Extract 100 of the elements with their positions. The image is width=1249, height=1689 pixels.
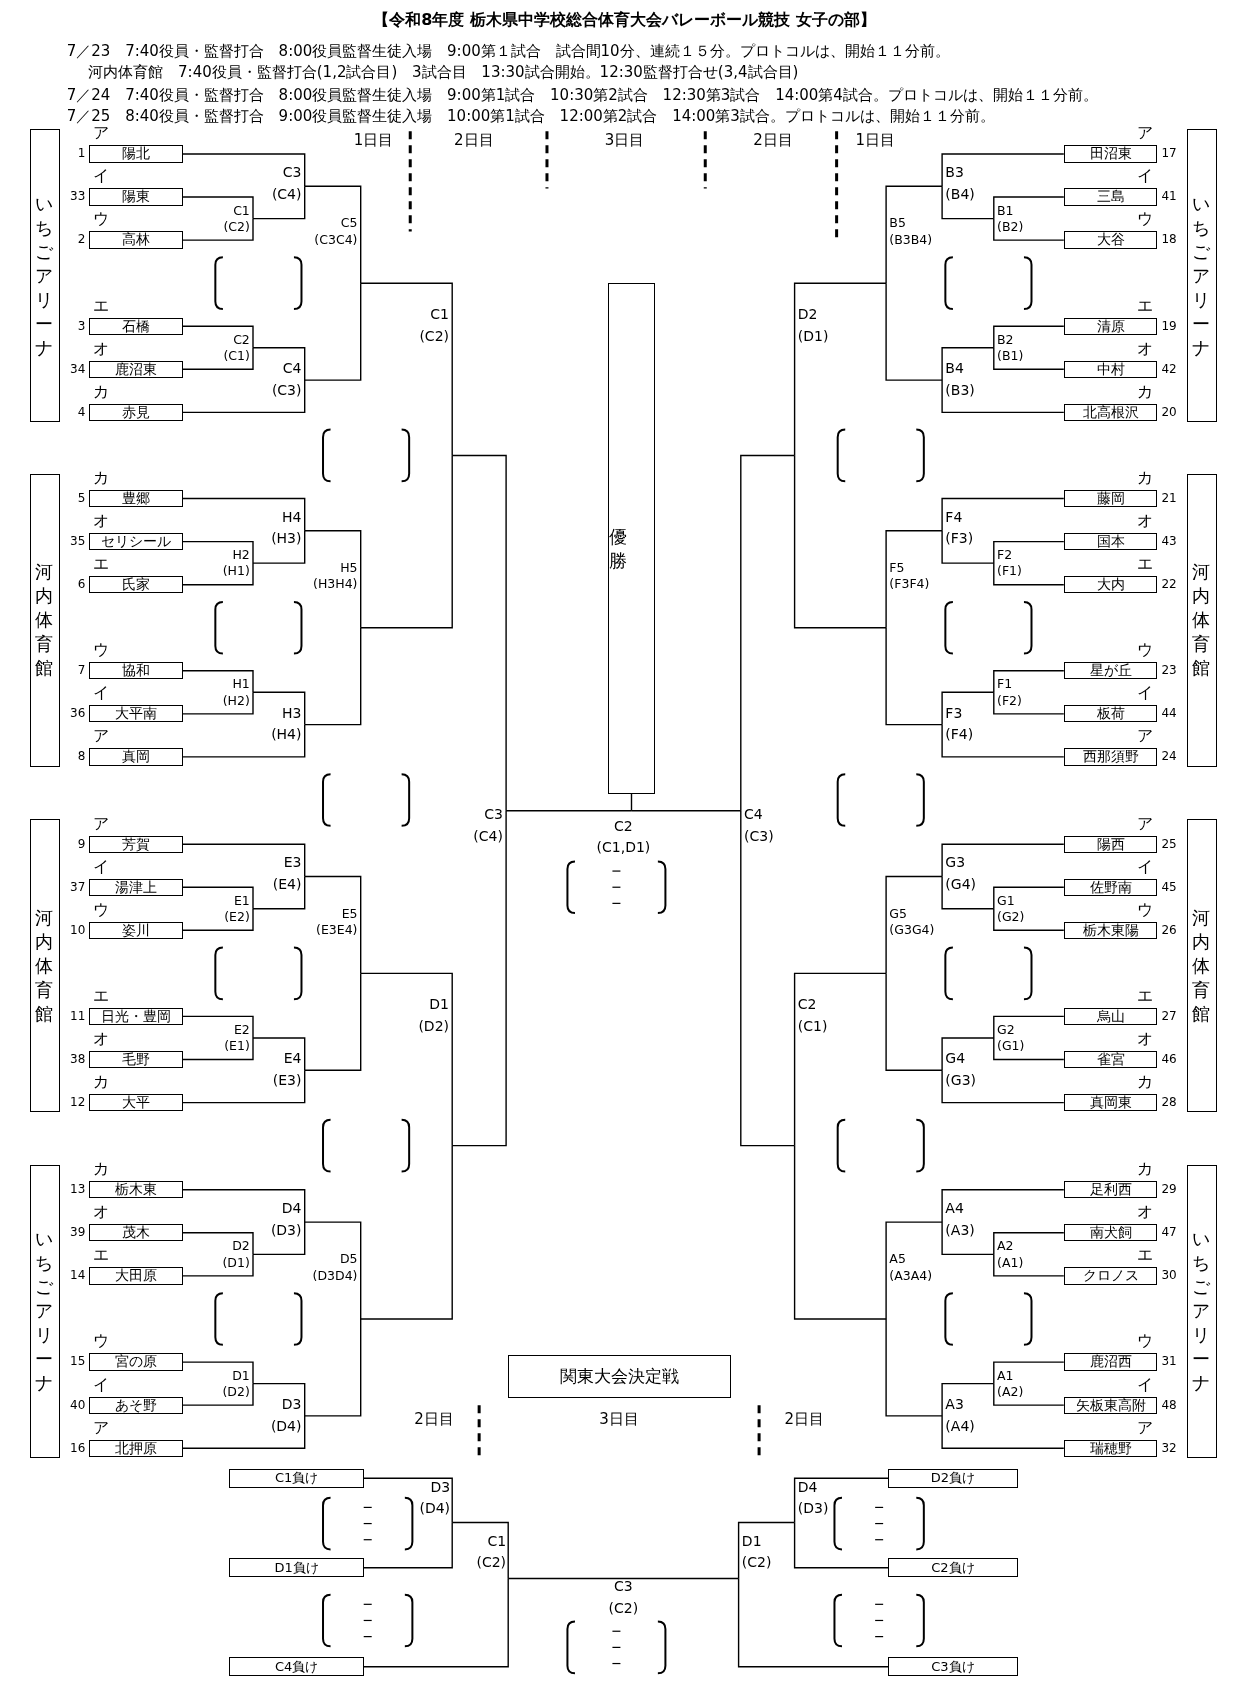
seed-number: 47 — [1161, 1224, 1177, 1242]
seed-number: 4 — [77, 403, 86, 421]
match-code: C4 (C3) — [744, 805, 774, 846]
match-code: C2 (C1) — [223, 331, 250, 365]
bracket-line — [793, 1477, 889, 1524]
bracket-line — [304, 972, 362, 1071]
bracket-line — [182, 153, 306, 187]
seed-number: 12 — [70, 1093, 86, 1111]
venue-box: いちごアリーナ — [1186, 1165, 1217, 1458]
match-code: E5 (E3E4) — [316, 905, 358, 938]
seed-number: 6 — [77, 576, 86, 594]
seed-number: 17 — [1161, 145, 1177, 163]
bracket-line — [885, 1318, 943, 1417]
bracket-line — [630, 810, 742, 812]
bracket-line — [182, 1253, 254, 1277]
team-name-box: 陽北 — [89, 145, 184, 163]
team-name-box: 清原 — [1063, 317, 1158, 335]
bracket-line — [737, 1521, 796, 1580]
group-letter: ウ — [93, 210, 110, 229]
seed-number: 40 — [70, 1396, 86, 1414]
seed-number: 1 — [77, 145, 86, 163]
group-letter: ア — [93, 1418, 110, 1437]
day-label: 2日目 — [414, 1409, 454, 1429]
bracket-line — [182, 562, 254, 586]
seed-number: 42 — [1161, 360, 1177, 378]
match-code: H3 (H4) — [271, 703, 302, 745]
match-code: C2 (C1) — [797, 995, 828, 1037]
bracket-line — [304, 627, 362, 726]
seed-number: 46 — [1161, 1050, 1177, 1068]
match-code: H5 (H3H4) — [313, 559, 358, 593]
group-letter: オ — [93, 1029, 110, 1048]
bracket-line — [993, 325, 1065, 349]
seed-number: 30 — [1161, 1267, 1177, 1285]
venue-box: いちごアリーナ — [1186, 129, 1217, 423]
group-letter: カ — [1137, 1072, 1154, 1091]
seed-number: 36 — [70, 705, 86, 723]
seed-number: 19 — [1161, 317, 1177, 335]
bracket-line — [885, 1221, 943, 1320]
seed-number: 16 — [70, 1439, 86, 1457]
match-code: D4 (D3) — [797, 1478, 829, 1519]
seed-number: 33 — [70, 188, 86, 206]
bracket-line — [941, 379, 1065, 414]
seed-number: 44 — [1161, 705, 1177, 723]
match-code: H2 (H1) — [222, 546, 250, 580]
match-code: G3 (G4) — [945, 853, 977, 895]
bracket-line — [941, 530, 995, 564]
day-label: 1日目 — [855, 130, 896, 150]
group-letter: ウ — [1137, 641, 1154, 660]
seed-number: 2 — [77, 231, 86, 249]
group-letter: エ — [1137, 1246, 1154, 1265]
group-letter: エ — [93, 296, 110, 315]
seed-number: 18 — [1161, 231, 1177, 249]
team-name-box: 佐野南 — [1063, 878, 1158, 896]
team-name-box: 中村 — [1063, 360, 1158, 378]
bracket-line — [885, 627, 943, 726]
team-name-box: セリシール — [89, 532, 184, 551]
loser-slot-box: C1負け — [229, 1468, 364, 1488]
bracket-line — [182, 347, 254, 370]
team-name-box: 大内 — [1063, 576, 1158, 594]
match-code: H1 (H2) — [222, 676, 250, 709]
team-name-box: 真岡 — [89, 748, 184, 766]
group-letter: カ — [1137, 468, 1154, 487]
bracket-line — [993, 670, 1065, 693]
bracket-line — [182, 723, 306, 758]
group-letter: ア — [1137, 1418, 1154, 1437]
schedule-note: 7／23 7:40役員・監督打合 8:00役員監督生徒入場 9:00第１試合 試合間10分、連続１５分。プロトコルは、開始１１分前。 — [66, 41, 950, 61]
bracket-line — [993, 886, 1065, 910]
group-letter: カ — [93, 1072, 110, 1091]
seed-number: 26 — [1161, 921, 1177, 939]
champion-box: 優勝 — [608, 283, 655, 794]
group-letter: エ — [93, 986, 110, 1005]
seed-number: 29 — [1161, 1181, 1177, 1199]
seed-number: 9 — [77, 835, 86, 853]
team-name-box: 大田原 — [89, 1267, 184, 1285]
day-label: 2日目 — [753, 130, 793, 150]
match-code: A4 (A3) — [945, 1199, 975, 1240]
bracket-line — [993, 1015, 1065, 1039]
team-name-box: 藤岡 — [1063, 489, 1158, 508]
bracket-line — [740, 810, 796, 1147]
match-code: B1 (B2) — [997, 202, 1024, 235]
bracket-line — [182, 691, 254, 715]
bracket-line — [182, 1069, 306, 1104]
bracket-line — [252, 1221, 306, 1256]
group-letter: オ — [1137, 1029, 1154, 1048]
bracket-line — [304, 530, 362, 629]
match-code: C2 (C1,D1) — [596, 817, 651, 858]
match-code: C3 (C2) — [608, 1577, 639, 1618]
match-code: D1 (D2) — [418, 995, 449, 1037]
match-code: F4 (F3) — [945, 507, 974, 549]
bracket-line — [304, 1221, 362, 1320]
match-code: D2 (D1) — [222, 1238, 250, 1271]
bracket-line — [252, 1037, 306, 1071]
match-code: F3 (F4) — [945, 703, 974, 745]
bracket-line — [993, 1232, 1065, 1256]
seed-number: 11 — [70, 1007, 86, 1025]
bracket-line — [182, 196, 254, 220]
bracket-line — [793, 454, 887, 629]
group-letter: オ — [1137, 339, 1154, 358]
group-letter: イ — [1137, 857, 1154, 876]
seed-number: 13 — [70, 1181, 86, 1199]
